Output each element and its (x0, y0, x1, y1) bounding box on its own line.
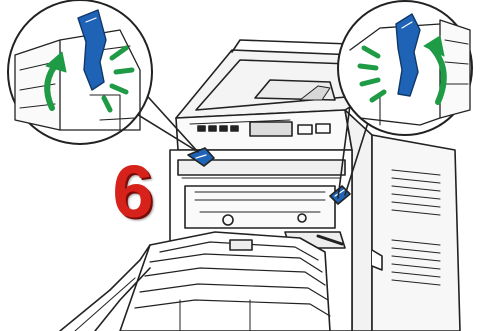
step-number: 6 (103, 152, 163, 232)
panel-display (250, 122, 292, 136)
panel-button-2 (209, 126, 216, 131)
panel-button-4 (231, 126, 238, 131)
panel-button-1 (198, 126, 205, 131)
panel-button-3 (220, 126, 227, 131)
left-callout (8, 0, 198, 152)
